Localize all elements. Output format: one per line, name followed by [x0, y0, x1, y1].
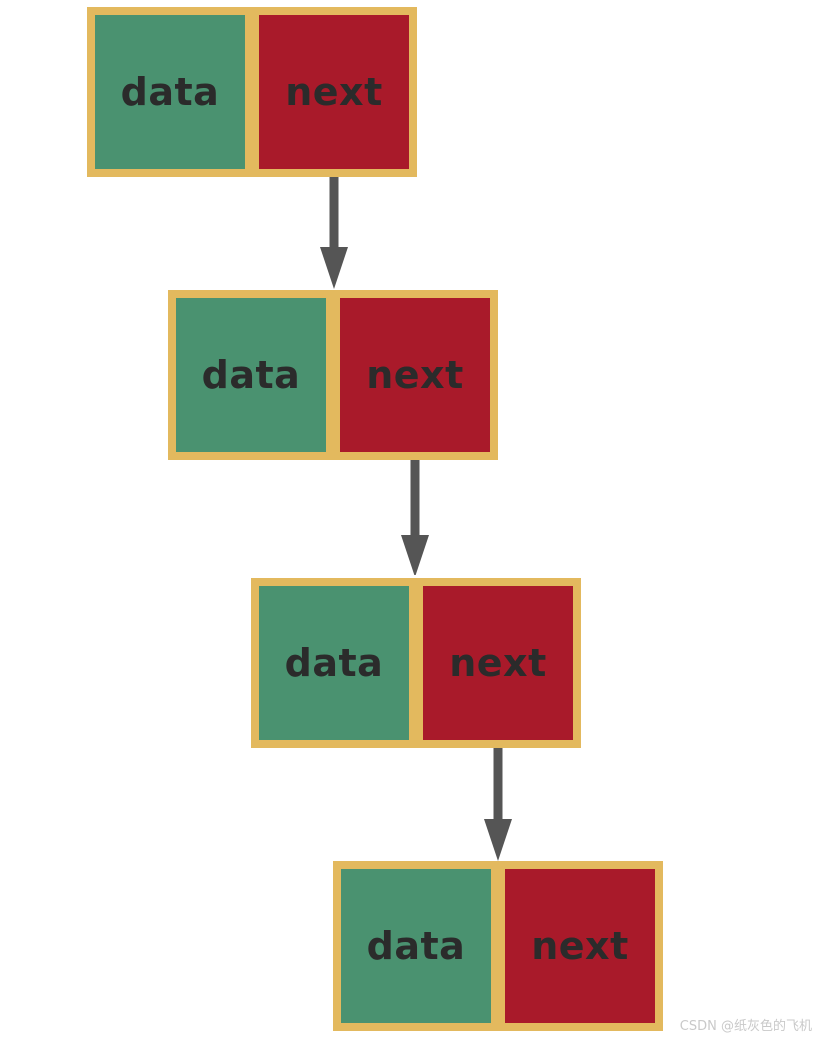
list-node-4: data next [333, 861, 665, 1031]
next-pointer-field: next [251, 7, 417, 177]
list-node-2: data next [168, 290, 500, 460]
next-pointer-field: next [415, 578, 581, 748]
list-node-1: data next [87, 7, 419, 177]
data-field: data [168, 290, 334, 460]
next-pointer-field: next [497, 861, 663, 1031]
arrow-down-icon [401, 460, 429, 575]
arrow-down-icon [484, 748, 512, 861]
data-field: data [87, 7, 253, 177]
watermark-text: CSDN @纸灰色的飞机 [679, 1019, 812, 1034]
arrow-down-icon [320, 177, 348, 289]
next-pointer-field: next [332, 290, 498, 460]
list-node-3: data next [251, 578, 583, 748]
data-field: data [251, 578, 417, 748]
data-field: data [333, 861, 499, 1031]
